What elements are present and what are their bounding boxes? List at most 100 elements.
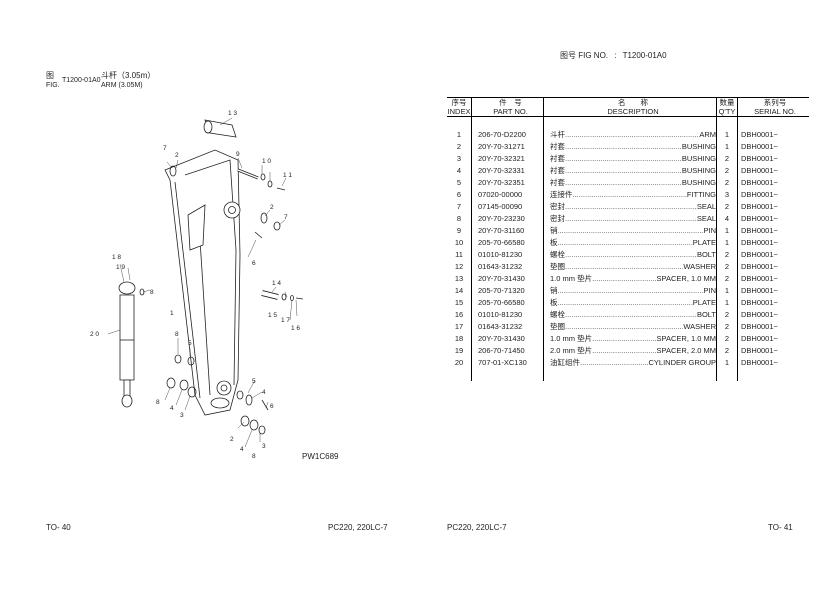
callout-2: 2 [175, 152, 179, 159]
header-qty-cn: 数量 [719, 98, 735, 107]
cell-serial: DBH0001~ [737, 129, 809, 141]
cell-serial: DBH0001~ [737, 345, 809, 357]
cell-part-no: 01643-31232 [471, 261, 544, 273]
diagram-code: PW1C689 [302, 452, 339, 461]
desc-leader-dots: ........................................… [592, 346, 656, 355]
desc-leader-dots: ........................................… [565, 322, 683, 331]
callout-14: 1 4 [272, 280, 281, 287]
cell-part-no: 01643-31232 [471, 321, 544, 333]
footer-left-model: PC220, 220LC-7 [328, 523, 388, 532]
cell-part-no: 206-70-71450 [471, 345, 544, 357]
cell-index: 13 [454, 274, 464, 283]
fig-no-separator: : [614, 51, 617, 60]
cell-description: 螺栓......................................… [543, 249, 717, 261]
header-qty-en: Q'TY [718, 107, 736, 116]
cell-description: 螺栓......................................… [543, 309, 717, 321]
desc-leader-dots: ........................................… [557, 298, 693, 307]
callout-3b: 3 [262, 443, 266, 450]
callout-2b: 2 [270, 204, 274, 211]
desc-en: SEAL [696, 202, 716, 211]
cell-qty: 2 [716, 345, 738, 357]
cell-index: 7 [456, 202, 462, 211]
desc-cn: 1.0 mm 垫片 [550, 334, 593, 343]
desc-cn: 垫圈 [550, 262, 565, 271]
cell-qty: 2 [716, 177, 738, 189]
header-part: 件 号 PART NO. [471, 97, 544, 117]
desc-leader-dots: ........................................… [557, 286, 704, 295]
footer-left-page: TO- 40 [46, 523, 71, 532]
table-row: 12 01643-31232 垫圈.........................… [447, 261, 809, 273]
desc-cn: 2.0 mm 垫片 [550, 346, 593, 355]
cell-qty: 2 [716, 261, 738, 273]
desc-cn: 密封 [550, 214, 565, 223]
callout-7: 7 [163, 145, 167, 152]
callout-4: 4 [170, 405, 174, 412]
cell-qty: 4 [716, 213, 738, 225]
callout-8d: 8 [252, 453, 256, 460]
callout-5b: 5 [252, 378, 256, 385]
cell-part-no: 20Y-70-31160 [471, 225, 544, 237]
cell-serial: DBH0001~ [737, 321, 809, 333]
cell-description: 2.0 mm 垫片...............................… [543, 345, 717, 357]
fig-title-en: ARM (3.05M) [101, 82, 143, 89]
header-index-cn: 序号 [451, 98, 467, 107]
cell-description: 密封......................................… [543, 213, 717, 225]
desc-en: SEAL [696, 214, 716, 223]
cell-qty: 1 [716, 297, 738, 309]
cell-part-no: 01010-81230 [471, 249, 544, 261]
cell-part-no: 20Y-70-32321 [471, 153, 544, 165]
header-index: 序号 INDEX [447, 97, 472, 117]
cell-qty: 1 [716, 225, 738, 237]
cell-serial: DBH0001~ [737, 165, 809, 177]
cell-serial: DBH0001~ [737, 285, 809, 297]
cell-description: 板.......................................… [543, 237, 717, 249]
cell-serial: DBH0001~ [737, 357, 809, 369]
desc-en: PIN [703, 226, 716, 235]
cell-index: 16 [454, 310, 464, 319]
cell-qty: 2 [716, 201, 738, 213]
cell-qty: 1 [716, 129, 738, 141]
desc-cn: 螺栓 [550, 250, 565, 259]
cell-index: 19 [454, 346, 464, 355]
header-serial-cn: 系列号 [763, 98, 787, 107]
cell-part-no: 707-01-XC130 [471, 357, 544, 369]
cell-serial: DBH0001~ [737, 237, 809, 249]
desc-leader-dots: ........................................… [580, 358, 648, 367]
callout-15: 1 5 [268, 312, 277, 319]
header-desc: 名 称 DESCRIPTION [543, 97, 717, 117]
cell-part-no: 20Y-70-32331 [471, 165, 544, 177]
cell-index: 12 [454, 262, 464, 271]
cell-serial: DBH0001~ [737, 201, 809, 213]
cell-index: 3 [456, 154, 462, 163]
desc-en: WASHER [683, 322, 716, 331]
fig-no-value: T1200-01A0 [622, 51, 667, 60]
desc-en: BUSHING [681, 142, 716, 151]
desc-en: BOLT [696, 250, 716, 259]
cell-index: 10 [454, 238, 464, 247]
fig-number: T1200-01A0 [62, 77, 101, 84]
table-empty-space [447, 369, 809, 381]
cell-index: 11 [455, 250, 463, 259]
fig-label-en: FIG. [46, 82, 60, 89]
desc-leader-dots: ........................................… [572, 190, 687, 199]
cell-serial: DBH0001~ [737, 153, 809, 165]
cell-index: 20 [454, 358, 464, 367]
cell-index: 4 [456, 166, 462, 175]
desc-en: SPACER, 2.0 MM [656, 346, 716, 355]
cell-index: 6 [456, 190, 462, 199]
desc-leader-dots: ........................................… [565, 262, 683, 271]
cell-description: 衬套......................................… [543, 177, 717, 189]
cell-part-no: 20Y-70-31430 [471, 273, 544, 285]
desc-leader-dots: ........................................… [557, 238, 693, 247]
cell-qty: 1 [716, 141, 738, 153]
callout-17: 1 7 [281, 317, 290, 324]
callout-5: 5 [188, 340, 192, 347]
desc-cn: 连接件 [550, 190, 573, 199]
